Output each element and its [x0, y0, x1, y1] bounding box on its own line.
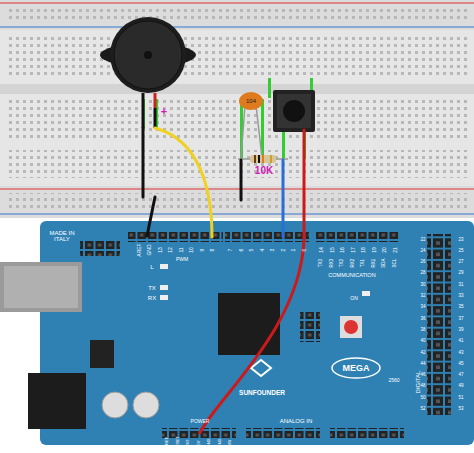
pin-label: 35 — [458, 305, 463, 310]
pin-label: 44 — [420, 362, 425, 367]
pin-label: 23 — [458, 237, 463, 242]
pin-label: VIN — [228, 440, 232, 447]
wires — [143, 128, 304, 433]
pin-label: 33 — [458, 294, 463, 299]
pin-label: TX — [148, 285, 156, 291]
pin-label: 42 — [420, 350, 425, 355]
pin-label: RESET — [176, 436, 180, 449]
pin-label: 21 — [392, 247, 397, 253]
pin-label: IOREF — [165, 437, 169, 449]
pin-label: 52 — [420, 407, 425, 412]
pin-label: 2560 — [388, 378, 399, 383]
pin-label: 31 — [458, 282, 463, 287]
pin-label: 29 — [458, 271, 463, 276]
pin-label: TX3 — [319, 259, 324, 267]
pin-label: 6 — [238, 249, 243, 252]
arduino-board — [0, 221, 474, 445]
pin-label: RX — [148, 295, 156, 301]
pin-label: TX1 — [361, 259, 366, 267]
pin-label: 45 — [458, 362, 463, 367]
buzzer — [100, 17, 196, 128]
pin-label: 18 — [361, 247, 366, 253]
pin-label: 22 — [420, 237, 425, 242]
part-value: 104 — [246, 98, 256, 104]
pin-label: 0 — [301, 249, 306, 252]
pin-label: 11 — [178, 247, 183, 252]
part-value: + — [161, 106, 167, 117]
pin-label: 3 — [270, 249, 275, 252]
pin-label: COMMUNICATION — [328, 273, 375, 279]
pin-label: L — [150, 264, 153, 270]
breadboard — [0, 0, 474, 218]
pin-label: 37 — [458, 316, 463, 321]
pin-label: 34 — [420, 305, 425, 310]
capacitor — [239, 92, 263, 158]
pin-label: 8 — [210, 249, 215, 252]
pin-label: 51 — [458, 395, 463, 400]
pin-label: 14 — [319, 247, 324, 253]
pin-label: 24 — [420, 249, 425, 254]
pin-label: GND — [207, 439, 211, 448]
pin-label: 50 — [420, 395, 425, 400]
pin-label: 13 — [157, 247, 162, 253]
pin-label: 32 — [420, 294, 425, 299]
resistor — [238, 155, 288, 163]
pin-label: MEGA — [343, 364, 370, 373]
pin-label: 20 — [382, 247, 387, 253]
pin-label: 5V — [197, 441, 201, 446]
pin-label: 25 — [458, 249, 463, 254]
pin-label: 2 — [280, 249, 285, 252]
pin-label: DIGITAL — [415, 371, 421, 394]
pin-label: GND — [218, 439, 222, 448]
pin-label: 30 — [420, 282, 425, 287]
pin-label: 5 — [249, 249, 254, 252]
pin-label: RX3 — [329, 259, 334, 268]
pin-label: 40 — [420, 339, 425, 344]
pin-label: RX2 — [350, 259, 355, 268]
pin-label: SUNFOUNDER — [239, 390, 285, 397]
pin-label: 3V3 — [186, 439, 190, 446]
part-value: 10K — [255, 166, 273, 176]
pin-label: PWM — [176, 257, 188, 262]
pin-label: 28 — [420, 271, 425, 276]
pin-label: 53 — [458, 407, 463, 412]
pin-label: POWER — [191, 419, 210, 424]
pin-label: 43 — [458, 350, 463, 355]
pin-label: AREF — [136, 243, 141, 256]
pin-label: 38 — [420, 328, 425, 333]
pin-label: 12 — [168, 247, 173, 253]
pin-label: 49 — [458, 384, 463, 389]
pin-label: 46 — [420, 373, 425, 378]
maker-note: MADE IN ITALY — [47, 230, 77, 242]
pin-label: 48 — [420, 384, 425, 389]
pin-label: 19 — [371, 247, 376, 253]
pin-label: 17 — [350, 247, 355, 253]
pin-label: 4 — [259, 249, 264, 252]
pin-label: GND — [147, 244, 152, 255]
pin-label: 15 — [329, 247, 334, 253]
pin-label: 27 — [458, 260, 463, 265]
pin-label: SCL — [392, 259, 397, 268]
pin-label: 10 — [189, 247, 194, 253]
pin-label: RX1 — [371, 259, 376, 268]
pin-label: 36 — [420, 316, 425, 321]
pin-label: 1 — [291, 249, 296, 252]
pin-label: 41 — [458, 339, 463, 344]
pin-label: ANALOG IN — [280, 418, 313, 424]
pin-label: 16 — [340, 247, 345, 253]
pin-label: SDA — [382, 258, 387, 267]
pin-label: 9 — [199, 249, 204, 252]
pin-label: 39 — [458, 328, 463, 333]
pin-label: ON — [350, 296, 358, 301]
pin-label: TX2 — [340, 259, 345, 267]
pin-label: 26 — [420, 260, 425, 265]
pin-label: 7 — [228, 249, 233, 252]
push-button — [273, 90, 315, 132]
pin-label: 47 — [458, 373, 463, 378]
